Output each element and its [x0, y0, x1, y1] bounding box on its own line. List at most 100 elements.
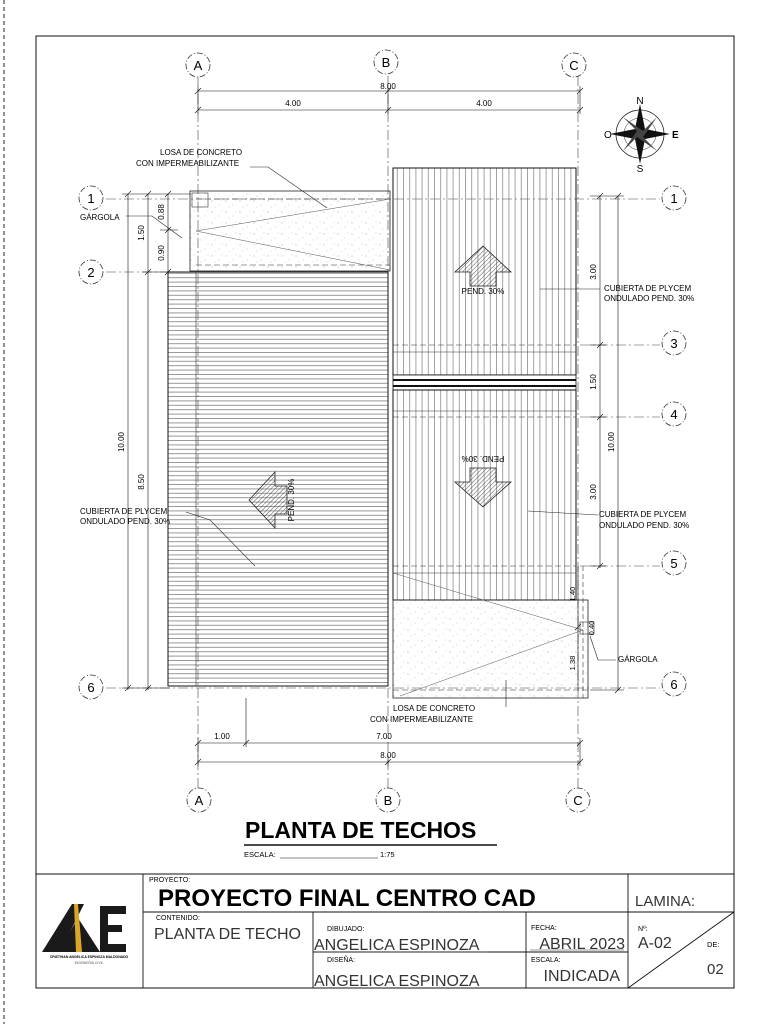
svg-text:B: B	[384, 793, 393, 808]
north-arrow-icon: N S E O	[604, 96, 679, 175]
row-bubble-1-left: 1	[78, 185, 104, 211]
dim-right-300a: 3.00	[589, 264, 598, 280]
proyecto-label: PROYECTO:	[149, 877, 190, 884]
num-value: A-02	[638, 935, 672, 952]
svg-text:INGENIERIA CIVIL: INGENIERIA CIVIL	[75, 961, 104, 965]
proyecto-name: PROYECTO FINAL CENTRO CAD	[158, 885, 536, 912]
dibujado-label: DIBUJADO:	[327, 926, 364, 933]
axis-bubble-b-bottom: B	[375, 787, 401, 813]
de-label: DE:	[707, 940, 720, 949]
dibujado-value: ANGELICA ESPINOZA	[314, 937, 480, 954]
dim-right-150: 1.50	[589, 374, 598, 390]
escala-label: ESCALA:	[531, 957, 561, 964]
dim-left-total: 10.00	[117, 431, 126, 452]
company-logo: CRISTHIAN ANGELICA ESPINOZA MALDONADO IN…	[40, 896, 138, 965]
axis-bubble-c-top: C	[561, 52, 587, 78]
de-value: 02	[707, 961, 724, 978]
lamina-label: LAMINA:	[635, 893, 695, 910]
svg-text:C: C	[573, 793, 582, 808]
fecha-label: FECHA:	[531, 925, 557, 932]
slope-arrow-middle: PEND. 30%	[453, 454, 513, 508]
svg-text:4: 4	[670, 407, 677, 422]
dim-top-total: 8.00	[380, 82, 396, 91]
dim-bottom-total: 8.00	[380, 751, 396, 760]
label-cubierta-l-1: CUBIERTA DE PLYCEM	[80, 507, 167, 516]
axis-label-a: A	[194, 58, 203, 73]
svg-text:2: 2	[87, 265, 94, 280]
axis-bubble-c-bottom: C	[565, 787, 591, 813]
dim-left-088: 0.88	[157, 204, 166, 220]
dim-left-150: 1.50	[137, 225, 146, 241]
row-bubble-6-left: 6	[78, 674, 104, 700]
label-cubierta-r1-1: CUBIERTA DE PLYCEM	[604, 284, 691, 293]
row-bubble-1-right: 1	[661, 185, 687, 211]
label-losa-bot-2: CON IMPERMEABILIZANTE	[370, 715, 473, 724]
row-bubble-4-right: 4	[661, 401, 687, 427]
label-cubierta-l-2: ONDULADO PEND. 30%	[80, 517, 170, 526]
label-losa-bot-1: LOSA DE CONCRETO	[393, 704, 475, 713]
svg-text:6: 6	[670, 677, 677, 692]
disena-label: DISEÑA:	[327, 955, 355, 964]
label-gargola-left: GÁRGOLA	[80, 213, 120, 222]
dim-left-090: 0.90	[157, 245, 166, 261]
label-gargola-right: GÁRGOLA	[618, 655, 658, 664]
fecha-value: ABRIL 2023	[539, 936, 625, 953]
plycem-roof-left	[167, 271, 389, 687]
svg-text:6: 6	[87, 680, 94, 695]
dim-right-040: 0.40	[587, 621, 596, 636]
dim-bottom-100: 1.00	[214, 732, 230, 741]
contenido-value: PLANTA DE TECHO	[154, 926, 301, 943]
label-losa-top-2: CON IMPERMEABILIZANTE	[136, 159, 239, 168]
dim-right-138: 1.38	[568, 656, 577, 671]
concrete-slab-top	[189, 190, 391, 272]
slope-label-middle: PEND. 30%	[462, 454, 505, 463]
dim-bottom	[194, 698, 584, 766]
slope-arrow-left: PEND. 30%	[248, 470, 296, 530]
escala-value: INDICADA	[544, 968, 621, 985]
row-bubble-2-left: 2	[78, 259, 104, 285]
label-cubierta-r1-2: ONDULADO PEND. 30%	[604, 294, 694, 303]
label-cubierta-r2-1: CUBIERTA DE PLYCEM	[599, 510, 686, 519]
roof-ridge	[392, 374, 577, 391]
axis-bubble-a-bottom: A	[186, 787, 212, 813]
dim-left	[122, 190, 190, 692]
scale-value: 1:75	[380, 850, 395, 859]
dim-right-total: 10.00	[607, 431, 616, 452]
west-label: O	[604, 130, 612, 141]
dim-right-140: 1.40	[568, 587, 577, 602]
axis-bubble-b-top: B	[373, 49, 399, 75]
dim-top-right: 4.00	[476, 99, 492, 108]
dim-top-left: 4.00	[285, 99, 301, 108]
east-label: E	[672, 130, 679, 141]
slope-arrow-top: PEND. 30%	[453, 245, 513, 296]
axis-label-b: B	[382, 55, 391, 70]
slope-label-left: PEND. 30%	[287, 479, 296, 522]
svg-text:CRISTHIAN ANGELICA ESPINOZA MA: CRISTHIAN ANGELICA ESPINOZA MALDONADO	[50, 955, 129, 959]
dim-bottom-700: 7.00	[376, 732, 392, 741]
row-bubble-3-right: 3	[661, 330, 687, 356]
row-bubble-6-right: 6	[661, 671, 687, 697]
north-label: N	[636, 96, 643, 107]
slope-label-top: PEND. 30%	[462, 287, 505, 296]
concrete-slab-bottom	[392, 566, 595, 699]
dim-top	[194, 86, 584, 114]
dim-left-850: 8.50	[137, 474, 146, 490]
axis-bubble-a-top: A	[185, 52, 211, 78]
contenido-label: CONTENIDO:	[156, 915, 200, 922]
dim-right-300b: 3.00	[589, 484, 598, 500]
svg-text:A: A	[195, 793, 204, 808]
axis-label-c: C	[569, 58, 578, 73]
num-label: Nº:	[638, 926, 648, 933]
disena-value: ANGELICA ESPINOZA	[314, 973, 480, 990]
svg-text:3: 3	[670, 336, 677, 351]
svg-text:5: 5	[670, 556, 677, 571]
leaders	[126, 166, 616, 707]
svg-text:1: 1	[87, 191, 94, 206]
drawing-title: PLANTA DE TECHOS	[245, 817, 476, 843]
dim-right	[574, 192, 624, 694]
south-label: S	[637, 164, 644, 175]
label-cubierta-r2-2: ONDULADO PEND. 30%	[599, 521, 689, 530]
row-bubble-5-right: 5	[661, 550, 687, 576]
svg-text:1: 1	[670, 191, 677, 206]
